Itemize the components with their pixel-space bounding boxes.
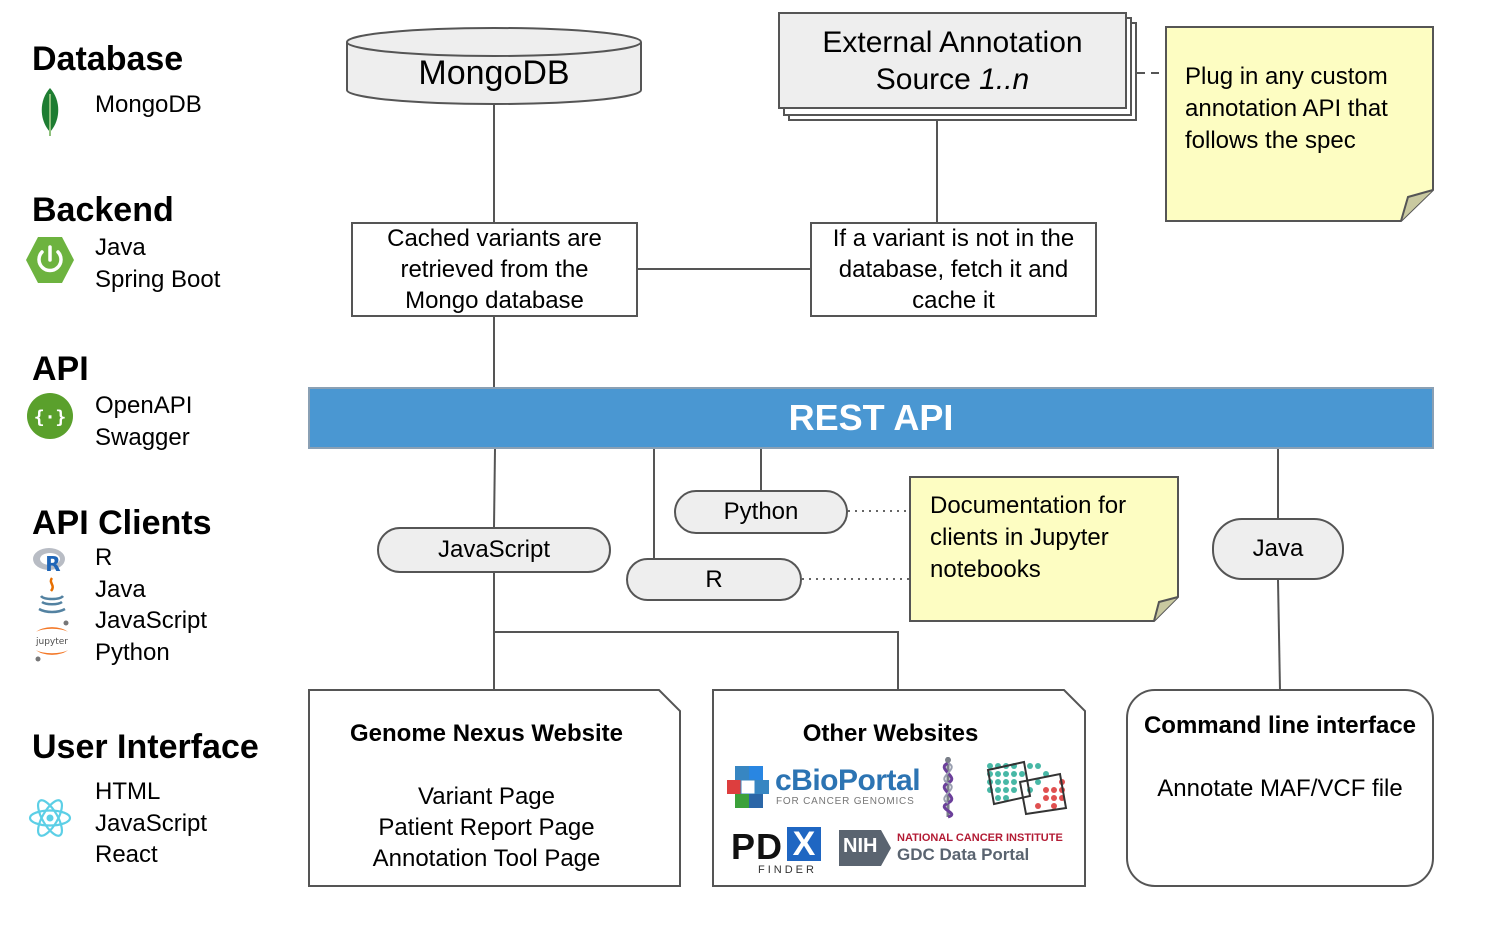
annotation-tool-page-link[interactable]: Annotation Tool Page <box>372 845 601 872</box>
layer-item-r: R <box>95 544 113 571</box>
command-line-interface: Command line interface Annotate MAF/VCF … <box>1140 710 1420 804</box>
fetch-variant-text: If a variant is not in the database, fet… <box>832 225 1075 314</box>
external-source-line1: External Annotation <box>822 26 1083 59</box>
layer-item-react: React <box>95 841 158 868</box>
spring-boot-icon <box>26 237 74 283</box>
svg-text:jupyter: jupyter <box>35 637 68 647</box>
cli-box-shape <box>1126 689 1434 887</box>
javascript-client-pill: JavaScript <box>377 527 611 573</box>
other-websites-title: Other Websites <box>802 720 979 747</box>
external-source-line2: Source 1..n <box>875 63 1030 96</box>
line-rest-javascript <box>493 448 496 528</box>
layer-heading-api: API <box>32 350 89 388</box>
pdx-finder-logo[interactable]: PD X FINDER <box>731 825 831 880</box>
cbioportal-logo[interactable]: cBioPortal FOR CANCER GENOMICS <box>727 764 921 810</box>
svg-text:R: R <box>45 552 60 574</box>
nci-text: NATIONAL CANCER INSTITUTE <box>897 832 1063 844</box>
genome-nexus-box-shape <box>308 689 681 887</box>
mongodb-cylinder <box>346 27 642 105</box>
java-cup-icon <box>38 577 66 614</box>
layer-item-java-client: Java <box>95 576 146 603</box>
pdx-x-mark: X <box>787 825 821 863</box>
mongodb-node-label: MongoDB <box>418 54 570 92</box>
caduceus-logo-icon[interactable] <box>933 755 963 819</box>
layer-item-openapi: OpenAPI <box>95 392 193 419</box>
genome-nexus-title: Genome Nexus Website <box>350 720 623 747</box>
cbioportal-mark-icon <box>727 766 769 808</box>
layer-heading-api-clients: API Clients <box>32 504 212 542</box>
gdc-data-portal-logo[interactable]: NIH NATIONAL CANCER INSTITUTE GDC Data P… <box>839 830 1075 868</box>
docs-note-shape <box>909 476 1179 622</box>
layer-item-html: HTML <box>95 778 161 805</box>
cbioportal-wordmark: cBioPortal <box>775 764 921 797</box>
gdc-text: GDC Data Portal <box>897 845 1030 864</box>
r-client-pill: R <box>626 558 802 601</box>
external-source-count: 1..n <box>979 63 1030 96</box>
pdx-wordmark: PD <box>731 826 784 867</box>
external-source-label: External Annotation Source 1..n <box>779 24 1126 98</box>
rest-api-bar: REST API <box>308 387 1434 449</box>
external-source-stack <box>778 12 1137 121</box>
java-client-pill: Java <box>1212 518 1344 580</box>
nih-text: NIH <box>843 835 878 857</box>
cached-variants-text: Cached variants are retrieved from the M… <box>387 225 602 314</box>
swagger-icon: {·} <box>27 393 73 439</box>
nih-badge-icon <box>839 830 891 866</box>
python-client-pill: Python <box>674 490 848 534</box>
dot-matrix-logo-icon[interactable] <box>984 760 1072 816</box>
mongodb-leaf-icon <box>41 88 59 136</box>
r-logo-icon: R <box>33 548 65 574</box>
layer-heading-user-interface: User Interface <box>32 728 259 766</box>
docs-note: Documentation for clients in Jupyter not… <box>930 492 1127 583</box>
layer-heading-database: Database <box>32 40 184 78</box>
pdx-finder-text: FINDER <box>758 864 817 876</box>
layer-item-spring-boot: Spring Boot <box>95 266 221 293</box>
cached-variants-box: Cached variants are retrieved from the M… <box>351 222 638 317</box>
svg-text:{·}: {·} <box>34 407 67 428</box>
cbioportal-tagline: FOR CANCER GENOMICS <box>776 796 915 807</box>
layer-item-swagger: Swagger <box>95 424 190 451</box>
custom-api-note: Plug in any custom annotation API that f… <box>1185 63 1388 154</box>
line-javascript-other <box>494 631 899 690</box>
layer-item-javascript-client: JavaScript <box>95 607 208 634</box>
layer-heading-backend: Backend <box>32 191 174 229</box>
line-java-cli <box>1277 579 1281 691</box>
jupyter-icon: jupyter <box>35 620 69 662</box>
patient-report-page-link[interactable]: Patient Report Page <box>378 814 595 841</box>
layer-item-mongodb: MongoDB <box>95 91 202 118</box>
react-atom-icon <box>28 799 72 837</box>
fetch-variant-box: If a variant is not in the database, fet… <box>810 222 1097 317</box>
genome-nexus-website: Genome Nexus Website Variant Page Patien… <box>309 718 664 874</box>
cli-title: Command line interface <box>1143 712 1417 739</box>
custom-api-note-shape <box>1165 26 1434 222</box>
cli-description: Annotate MAF/VCF file <box>1157 775 1403 802</box>
variant-page-link[interactable]: Variant Page <box>418 783 555 810</box>
layer-item-java: Java <box>95 234 146 261</box>
layer-item-javascript-ui: JavaScript <box>95 810 208 837</box>
layer-item-python: Python <box>95 639 170 666</box>
